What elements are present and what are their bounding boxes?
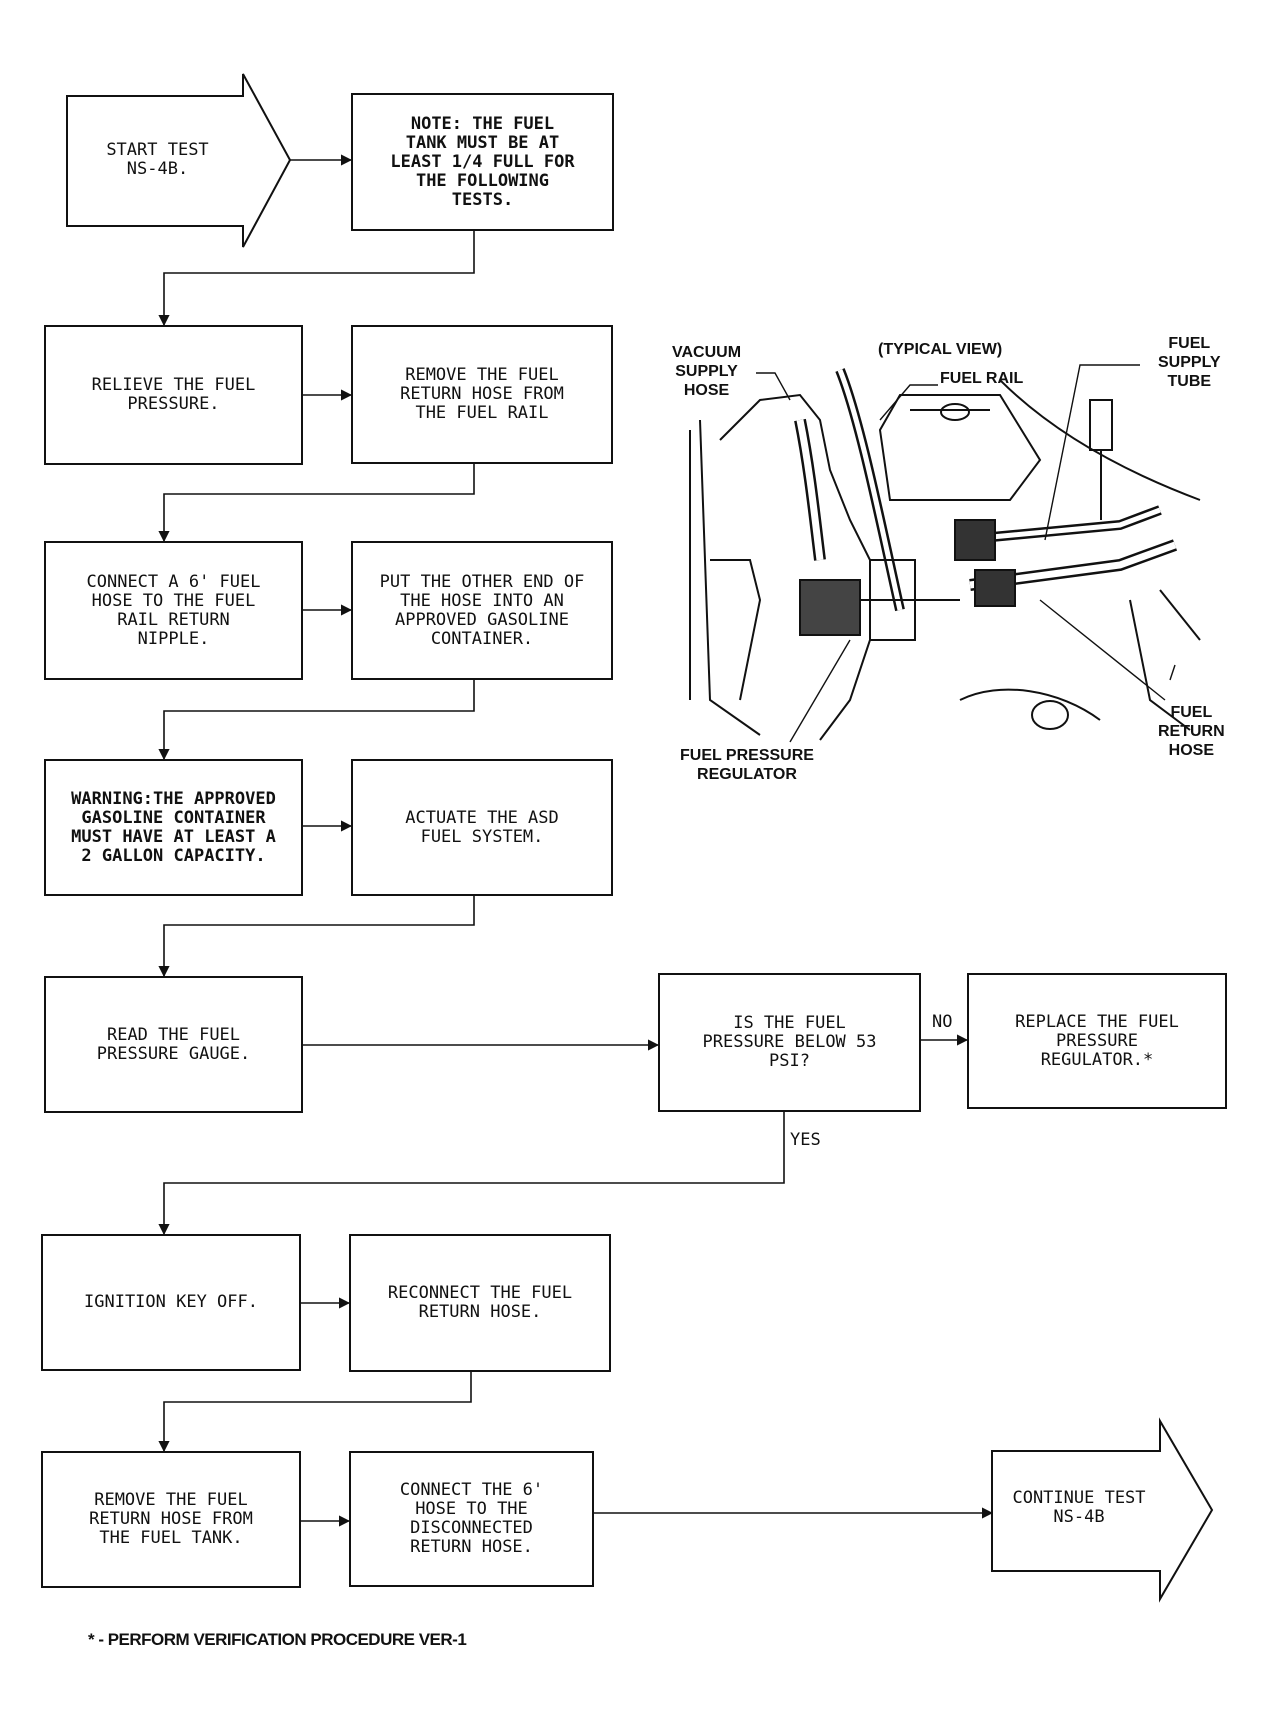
branch-yes-label: YES xyxy=(790,1130,821,1150)
read-gauge-box: READ THE FUEL PRESSURE GAUGE. xyxy=(44,976,303,1113)
fuel-return-hose-callout: FUEL RETURN HOSE xyxy=(1158,704,1225,759)
connector-decision-ignition xyxy=(158,1112,785,1236)
remove-tank-hose-box: REMOVE THE FUEL RETURN HOSE FROM THE FUE… xyxy=(41,1451,301,1588)
continue-arrow-shape xyxy=(991,1417,1214,1603)
verification-footnote: * - PERFORM VERIFICATION PROCEDURE VER-1 xyxy=(88,1630,467,1649)
ignition-off-box: IGNITION KEY OFF. xyxy=(41,1234,301,1371)
decision-box: IS THE FUEL PRESSURE BELOW 53 PSI? xyxy=(658,973,921,1112)
remove-rail-hose-box: REMOVE THE FUEL RETURN HOSE FROM THE FUE… xyxy=(351,325,613,464)
connector-reconnect-remove-tank xyxy=(158,1372,472,1453)
connector-actuate-read xyxy=(158,896,475,978)
vacuum-supply-hose-callout: VACUUM SUPPLY HOSE xyxy=(672,344,742,399)
actuate-box: ACTUATE THE ASD FUEL SYSTEM. xyxy=(351,759,613,896)
relieve-pressure-box: RELIEVE THE FUEL PRESSURE. xyxy=(44,325,303,465)
replace-regulator-box: REPLACE THE FUEL PRESSURE REGULATOR.* xyxy=(967,973,1227,1109)
reconnect-hose-box: RECONNECT THE FUEL RETURN HOSE. xyxy=(349,1234,611,1372)
warning-box: WARNING:THE APPROVED GASOLINE CONTAINER … xyxy=(44,759,303,896)
connect-hose-box: CONNECT A 6' FUEL HOSE TO THE FUEL RAIL … xyxy=(44,541,303,680)
connector-remove-connect xyxy=(158,464,475,543)
branch-no-label: NO xyxy=(932,1012,953,1032)
connector-put-warning xyxy=(158,680,475,761)
fuel-pressure-regulator-callout: FUEL PRESSURE REGULATOR xyxy=(680,747,814,783)
start-test-label: START TEST NS-4B. xyxy=(106,140,209,179)
note-box: NOTE: THE FUEL TANK MUST BE AT LEAST 1/4… xyxy=(351,93,614,231)
continue-test-label: CONTINUE TEST NS-4B xyxy=(1012,1488,1146,1527)
fuel-rail-callout: FUEL RAIL xyxy=(940,370,1024,387)
connector-note-relieve xyxy=(158,231,475,327)
start-arrow-shape xyxy=(66,73,292,248)
put-end-box: PUT THE OTHER END OF THE HOSE INTO AN AP… xyxy=(351,541,613,680)
connect-6-hose-box: CONNECT THE 6' HOSE TO THE DISCONNECTED … xyxy=(349,1451,594,1587)
engine-illustration xyxy=(689,364,1201,743)
fuel-supply-tube-callout: FUEL SUPPLY TUBE xyxy=(1158,335,1221,390)
typical-view-label: (TYPICAL VIEW) xyxy=(878,341,1003,358)
